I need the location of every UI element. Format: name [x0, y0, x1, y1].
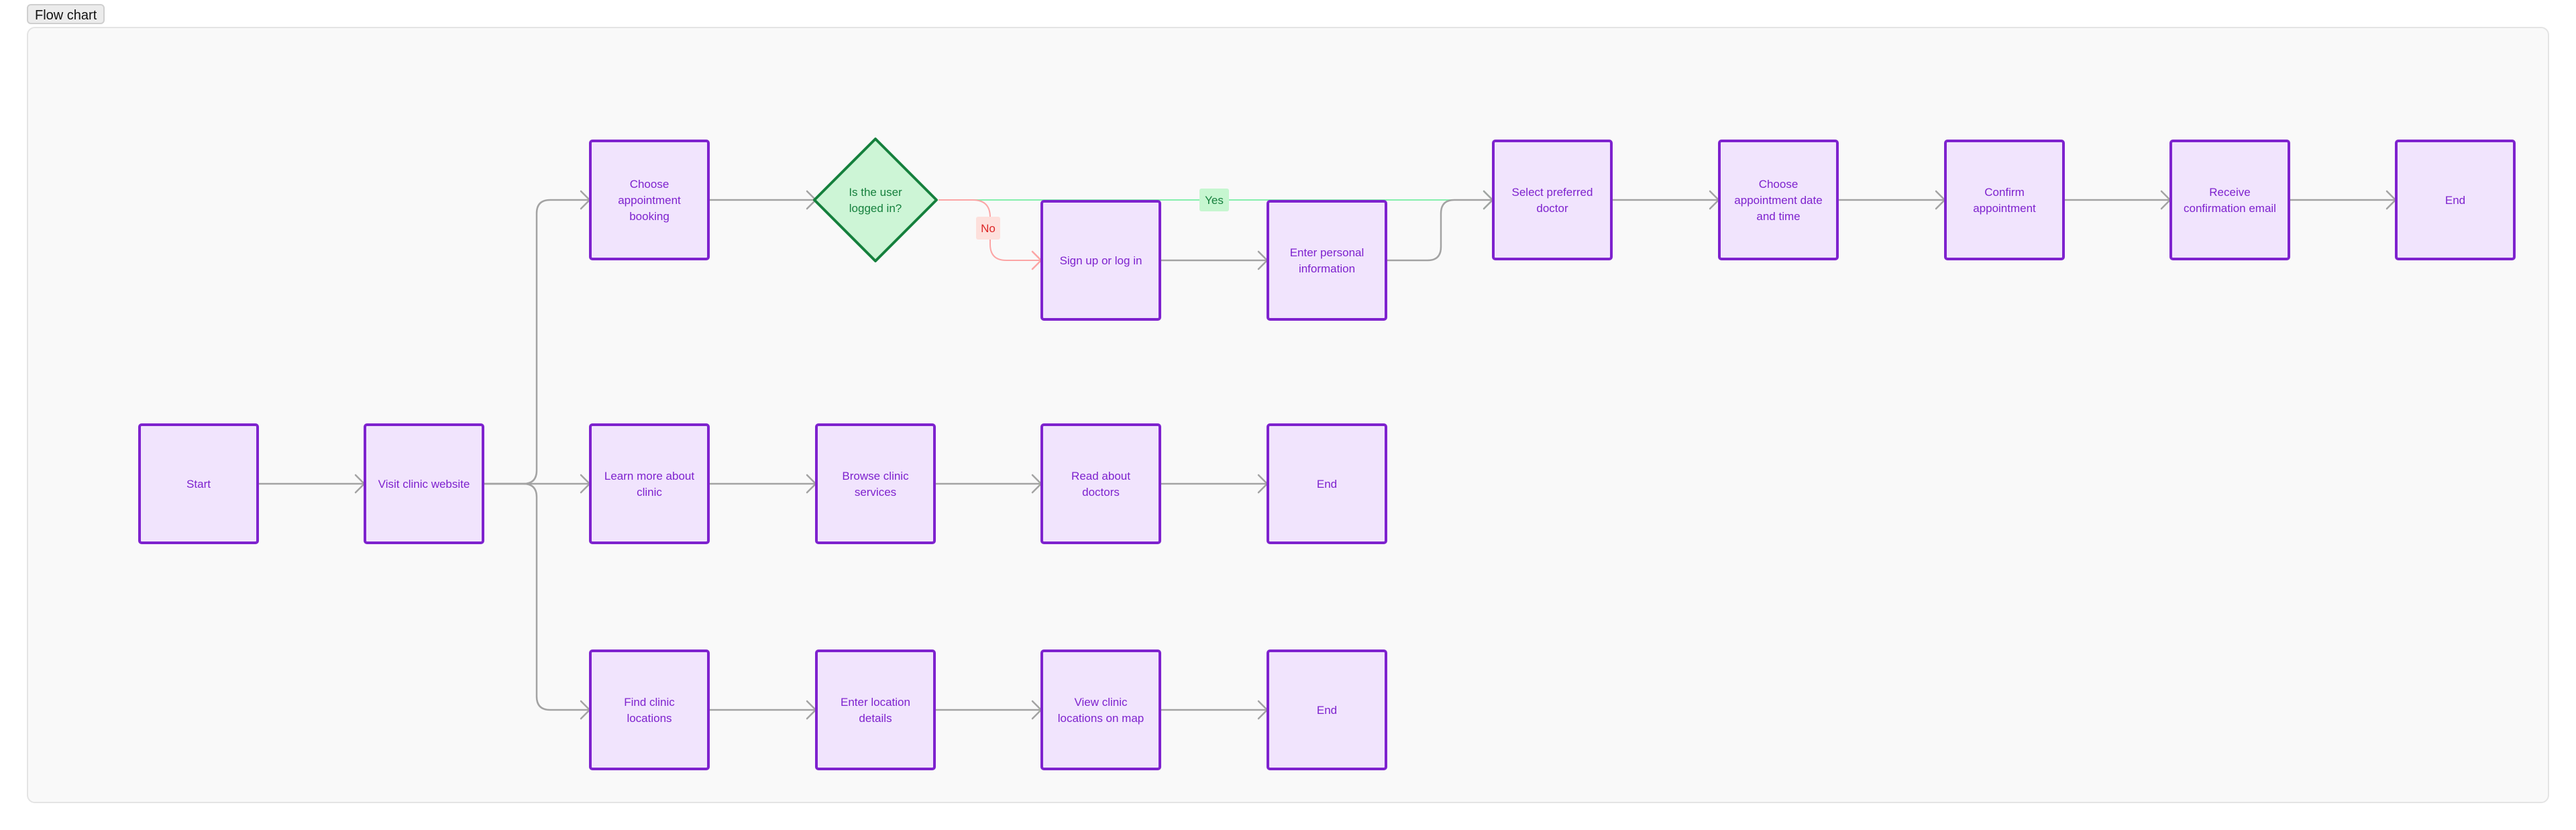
svg-text:Yes: Yes — [1205, 194, 1224, 207]
edge-choose_booking-to-logged_in — [708, 190, 817, 210]
node-label-line: services — [855, 486, 896, 499]
node-label-line: clinic — [637, 486, 662, 499]
edge-learn_more-to-browse_services — [708, 474, 817, 494]
node-label-line: logged in? — [849, 202, 902, 215]
node-label-line: View clinic — [1074, 696, 1128, 709]
svg-text:No: No — [981, 222, 996, 235]
edge-select_doctor-to-choose_date — [1611, 190, 1720, 210]
edge-find_locations-to-enter_location — [708, 700, 817, 720]
node-label-line: doctors — [1082, 486, 1120, 499]
edge-enter_location-to-view_map — [934, 700, 1042, 720]
node-label-line: Choose — [630, 178, 669, 191]
node-learn-more[interactable]: Learn more about clinic — [589, 423, 710, 544]
edge-receive_email-to-end_booking — [2289, 190, 2397, 210]
node-label-line: Learn more about — [604, 470, 694, 482]
node-start[interactable]: Start — [138, 423, 259, 544]
node-select-doctor[interactable]: Select preferred doctor — [1492, 140, 1613, 260]
node-signup[interactable]: Sign up or log in — [1040, 200, 1161, 321]
node-read-doctors[interactable]: Read about doctors — [1040, 423, 1161, 544]
node-label-line: and time — [1756, 210, 1800, 223]
node-label-line: locations — [627, 712, 672, 725]
node-label-line: Select preferred — [1512, 186, 1593, 199]
edge-choose_date-to-confirm — [1837, 190, 1946, 210]
node-end-locations[interactable]: End — [1267, 650, 1387, 770]
node-label-line: appointment date — [1734, 194, 1822, 207]
node-label-line: Enter personal — [1290, 246, 1364, 259]
flow-chart-tab[interactable]: Flow chart — [27, 4, 105, 24]
node-label-line: Receive — [2209, 186, 2250, 199]
node-label-line: Find clinic — [624, 696, 675, 709]
node-label-line: booking — [629, 210, 669, 223]
node-label-line: Read about — [1071, 470, 1130, 482]
node-personal-info[interactable]: Enter personal information — [1267, 200, 1387, 321]
node-label-line: locations on map — [1058, 712, 1144, 725]
node-label-line: details — [859, 712, 892, 725]
edge-start-to-visit — [258, 474, 366, 494]
node-label-line: appointment — [1973, 202, 2036, 215]
edge-visit-to-find_locations — [483, 482, 591, 720]
node-label-line: Confirm — [1984, 186, 2025, 199]
node-end-learn[interactable]: End — [1267, 423, 1387, 544]
node-enter-location[interactable]: Enter location details — [815, 650, 936, 770]
edge-label-no: No — [976, 217, 1000, 240]
node-label-line: Enter location — [841, 696, 910, 709]
node-label-line: information — [1299, 262, 1355, 275]
node-label-line: Choose — [1759, 178, 1799, 191]
node-label-line: doctor — [1536, 202, 1568, 215]
edge-read_doctors-to-end_learn — [1160, 474, 1269, 494]
node-end-booking[interactable]: End — [2395, 140, 2516, 260]
node-label-line: Visit clinic website — [378, 478, 470, 490]
node-choose-booking[interactable]: Choose appointment booking — [589, 140, 710, 260]
node-label-line: appointment — [618, 194, 681, 207]
node-logged-in[interactable]: Is the user logged in? — [813, 138, 938, 262]
edge-confirm-to-receive_email — [2063, 190, 2171, 210]
edge-signup-to-personal_info — [1160, 250, 1269, 270]
nodes-layer: Start Visit clinic website Choose appointme… — [138, 138, 2516, 770]
edge-visit-to-choose_booking — [483, 190, 591, 485]
edge-view_map-to-end_locations — [1160, 700, 1269, 720]
node-label-line: Browse clinic — [842, 470, 909, 482]
edge-personal_info-to-select_doctor — [1386, 190, 1494, 262]
edge-browse_services-to-read_doctors — [934, 474, 1042, 494]
node-browse-services[interactable]: Browse clinic services — [815, 423, 936, 544]
node-label-line: Is the user — [849, 186, 902, 199]
node-confirm[interactable]: Confirm appointment — [1944, 140, 2065, 260]
node-receive-email[interactable]: Receive confirmation email — [2169, 140, 2290, 260]
node-label-line: confirmation email — [2184, 202, 2276, 215]
node-label-line: End — [1317, 704, 1337, 717]
node-view-map[interactable]: View clinic locations on map — [1040, 650, 1161, 770]
node-label-line: End — [2445, 194, 2465, 207]
node-find-locations[interactable]: Find clinic locations — [589, 650, 710, 770]
node-visit[interactable]: Visit clinic website — [364, 423, 484, 544]
node-label-line: Start — [186, 478, 211, 490]
node-label-line: End — [1317, 478, 1337, 490]
node-choose-date[interactable]: Choose appointment date and time — [1718, 140, 1839, 260]
node-label-line: Sign up or log in — [1060, 254, 1142, 267]
edge-label-yes: Yes — [1199, 189, 1229, 211]
